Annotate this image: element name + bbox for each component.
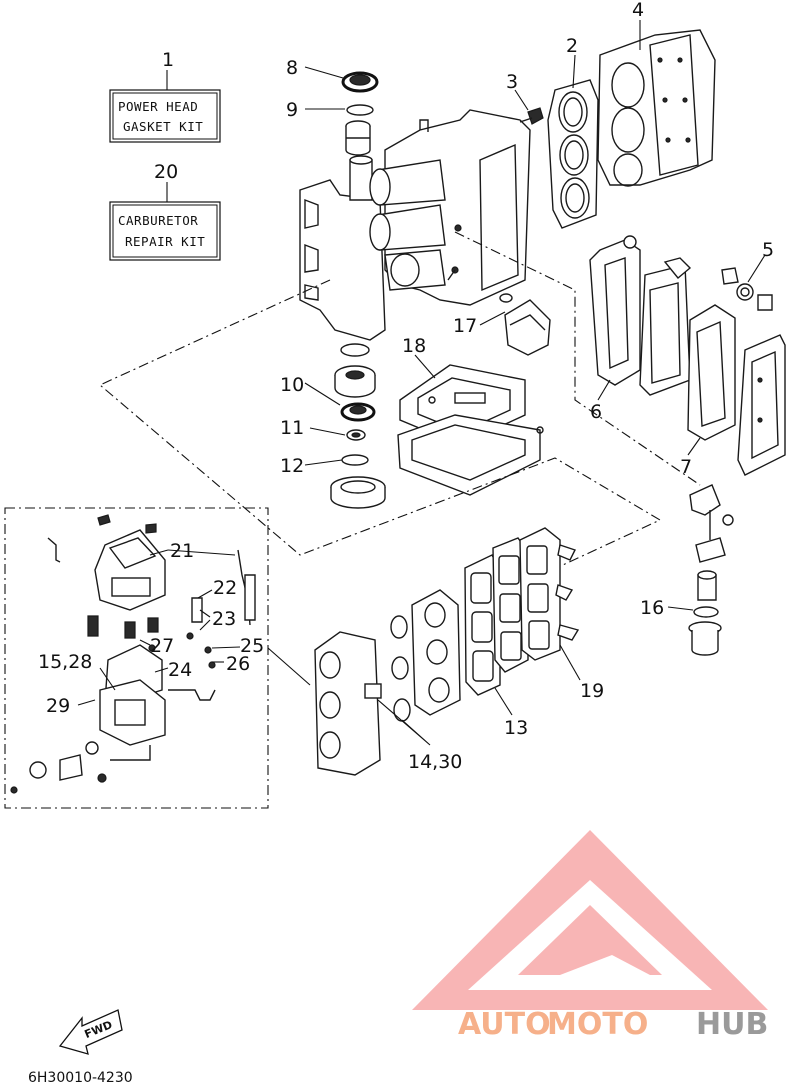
callout-21: 21	[170, 540, 194, 562]
watermark-logo	[412, 830, 768, 1010]
callout-14-30: 14,30	[408, 751, 462, 773]
carburetor-kit-box: 20 CARBURETOR REPAIR KIT	[109, 161, 221, 261]
reed-plate	[411, 589, 461, 716]
power-head-kit-line2: GASKET KIT	[123, 119, 203, 134]
carburetor-parts	[10, 514, 256, 794]
o-rings-14	[390, 615, 411, 722]
fwd-arrow-icon: FWD	[58, 1009, 123, 1055]
callout-18: 18	[402, 335, 426, 357]
callout-16: 16	[640, 597, 664, 619]
drawing-code: 6H30010-4230	[28, 1070, 133, 1086]
callout-6: 6	[590, 401, 602, 423]
lower-plate	[397, 414, 544, 496]
callout-19: 19	[580, 680, 604, 702]
callouts: 8 9 2 4 3 5 6 7 10 11 12 17 18 19 13 14,…	[38, 0, 774, 773]
crankcase-assembly	[299, 109, 531, 341]
callout-8: 8	[286, 57, 298, 79]
gasket-2	[547, 79, 599, 229]
callout-15-28: 15,28	[38, 651, 92, 673]
gasket-19	[519, 527, 580, 661]
carburetor-kit-line2: REPAIR KIT	[125, 234, 205, 249]
housing-ring	[330, 476, 386, 509]
oil-seal-10	[340, 402, 376, 422]
outline-upper	[98, 279, 662, 571]
callout-24: 24	[168, 659, 192, 681]
watermark-hub: HUB	[696, 1007, 768, 1042]
bolt-3	[519, 107, 544, 125]
side-cover	[737, 334, 786, 476]
callout-17: 17	[453, 315, 477, 337]
bushing-top	[345, 120, 371, 156]
gasket-7	[687, 304, 736, 441]
callout-22: 22	[213, 577, 237, 599]
callout-25: 25	[240, 635, 264, 657]
watermark-moto: MOTO	[547, 1007, 648, 1042]
carburetor-kit-line1: CARBURETOR	[118, 213, 198, 228]
callout-1: 1	[162, 49, 174, 71]
watermark-auto: AUTO	[458, 1007, 551, 1042]
gasket-13	[464, 554, 501, 696]
callout-13: 13	[504, 717, 528, 739]
callout-27: 27	[150, 635, 174, 657]
o-ring-9	[346, 104, 374, 116]
leader-lines	[77, 20, 766, 746]
callout-9: 9	[286, 99, 298, 121]
oil-seal-8	[341, 71, 379, 93]
gasket-6	[589, 235, 641, 386]
carb-box	[4, 507, 269, 809]
callout-10: 10	[280, 374, 304, 396]
callout-4: 4	[632, 0, 644, 21]
seal-11	[346, 429, 366, 441]
callout-5: 5	[762, 239, 774, 261]
callout-7: 7	[680, 456, 692, 478]
callout-26: 26	[226, 653, 250, 675]
thermostat-cover-5	[721, 267, 773, 311]
callout-12: 12	[280, 455, 304, 477]
o-ring-12	[341, 454, 369, 466]
power-head-kit-line1: POWER HEAD	[118, 99, 198, 114]
watermark-text: AUTO MOTO HUB	[458, 1007, 768, 1042]
reed-valve	[492, 537, 529, 673]
callout-2: 2	[566, 35, 578, 57]
grommet	[688, 621, 722, 656]
o-ring-16	[693, 606, 719, 618]
callout-23: 23	[212, 608, 236, 630]
callout-29: 29	[46, 695, 70, 717]
intake-manifold	[314, 631, 382, 776]
callout-11: 11	[280, 417, 304, 439]
callout-20: 20	[154, 161, 178, 183]
anode-17	[499, 293, 551, 356]
exhaust-cover-4	[597, 29, 716, 187]
power-head-kit-box: 1 POWER HEAD GASKET KIT	[109, 49, 221, 143]
outline-right	[454, 231, 701, 486]
cover-plate	[639, 257, 692, 396]
callout-3: 3	[506, 71, 518, 93]
lower-seal-stack	[334, 343, 376, 398]
water-pump-assembly	[689, 484, 734, 601]
